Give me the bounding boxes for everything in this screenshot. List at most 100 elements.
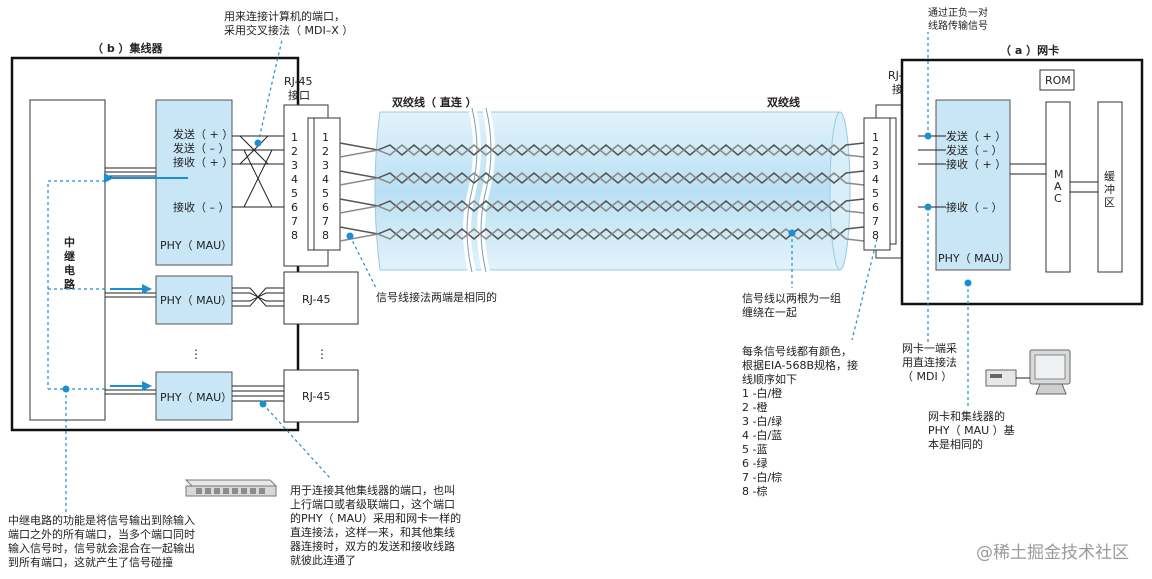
svg-text:4: 4 xyxy=(322,173,329,186)
svg-text:线顺序如下: 线顺序如下 xyxy=(742,372,797,386)
nic-title: （ a ）网卡 xyxy=(1000,43,1059,57)
svg-text:3 -白/绿: 3 -白/绿 xyxy=(742,414,782,428)
twisted-pair-3-wire-2 xyxy=(339,200,865,214)
hub-rj45-port2 xyxy=(283,271,359,325)
svg-text:5: 5 xyxy=(322,187,329,200)
hub-device-port xyxy=(223,488,229,494)
svg-text:缓: 缓 xyxy=(1104,170,1115,183)
hub-crossover-wires xyxy=(232,135,284,208)
nic-mac xyxy=(1045,101,1071,273)
hub-device-icon xyxy=(184,479,278,497)
hub-device-port xyxy=(250,488,256,494)
annotation-same-phy: 网卡和集线器的 PHY（ MAU ）基 本是相同的 xyxy=(928,409,1015,451)
hub-port-rx-minus: 接收（ – ） xyxy=(173,200,230,214)
hub-port-tx-minus: 发送（ – ） xyxy=(173,141,230,155)
svg-text:1 -白/橙: 1 -白/橙 xyxy=(742,386,782,400)
svg-text:6: 6 xyxy=(291,201,298,214)
svg-text:每条信号线都有颜色，: 每条信号线都有颜色， xyxy=(742,344,852,358)
svg-text:3: 3 xyxy=(872,159,879,172)
svg-text:用来连接计算机的端口，: 用来连接计算机的端口， xyxy=(224,9,345,23)
cable-right-label: 双绞线 xyxy=(767,95,800,109)
svg-text:7: 7 xyxy=(291,215,298,228)
svg-text:4: 4 xyxy=(872,173,879,186)
svg-text:2 -橙: 2 -橙 xyxy=(742,400,767,414)
svg-text:本是相同的: 本是相同的 xyxy=(928,437,983,451)
hub-title: （ b ）集线器 xyxy=(92,41,164,55)
annotation-uplink: 用于连接其他集线器的端口，也叫 上行端口或者级联端口，这个端口 的PHY（ MA… xyxy=(290,483,461,567)
hub-phy-main-label: PHY（ MAU） xyxy=(160,239,232,252)
svg-text:中: 中 xyxy=(64,235,75,249)
svg-text:8: 8 xyxy=(322,229,329,242)
svg-text:5: 5 xyxy=(291,187,298,200)
svg-text:的PHY（ MAU）采用和网卡一样的: 的PHY（ MAU）采用和网卡一样的 xyxy=(290,511,461,525)
svg-text:RJ-45: RJ-45 xyxy=(302,390,330,403)
svg-text:网卡和集线器的: 网卡和集线器的 xyxy=(928,409,1005,423)
svg-text:线路传输信号: 线路传输信号 xyxy=(928,19,988,32)
svg-text:C: C xyxy=(1054,192,1062,205)
svg-text:输入信号时，信号就会混合在一起输出: 输入信号时，信号就会混合在一起输出 xyxy=(8,541,195,555)
relay-circuit-box xyxy=(29,99,106,421)
nic-phy-label: PHY（ MAU） xyxy=(938,252,1010,265)
svg-text:6: 6 xyxy=(872,201,879,214)
svg-text:1: 1 xyxy=(872,131,879,144)
svg-text:PHY（ MAU）: PHY（ MAU） xyxy=(160,294,232,307)
svg-text:5 -蓝: 5 -蓝 xyxy=(742,443,767,456)
svg-text:就彼此连通了: 就彼此连通了 xyxy=(290,553,356,567)
left-connector: RJ-45 接口 1 2 3 4 5 6 7 8 1 2 3 4 5 6 7 8 xyxy=(283,75,341,267)
svg-text:7: 7 xyxy=(322,215,329,228)
watermark: @稀土掘金技术社区 xyxy=(976,543,1129,563)
svg-text:端口之外的所有端口，当多个端口同时: 端口之外的所有端口，当多个端口同时 xyxy=(8,527,195,541)
nic-phy xyxy=(935,99,1011,271)
cable-wires xyxy=(339,142,865,242)
svg-text:通过正负一对: 通过正负一对 xyxy=(928,6,988,19)
hub-phy-port2 xyxy=(155,275,233,325)
svg-text:（ MDI ）: （ MDI ） xyxy=(902,370,952,383)
svg-text:8: 8 xyxy=(291,229,298,242)
hub-device-port xyxy=(232,488,238,494)
svg-text:用于连接其他集线器的端口，也叫: 用于连接其他集线器的端口，也叫 xyxy=(290,483,455,497)
svg-text:中继电路的功能是将信号输出到除输入: 中继电路的功能是将信号输出到除输入 xyxy=(8,513,195,527)
svg-text:采用交叉接法（ MDI–X ）: 采用交叉接法（ MDI–X ） xyxy=(224,23,353,37)
svg-text:3: 3 xyxy=(291,159,298,172)
svg-text:ROM: ROM xyxy=(1045,74,1071,87)
svg-text:到所有端口，这就产生了信号碰撞: 到所有端口，这就产生了信号碰撞 xyxy=(8,555,173,569)
svg-text:4 -白/蓝: 4 -白/蓝 xyxy=(742,428,782,442)
annotation-twisted: 信号线以两根为一组 缠绕在一起 xyxy=(742,291,841,319)
annotation-colors: 每条信号线都有颜色， 根据EIA-568B规格，接 线顺序如下 1 -白/橙 2… xyxy=(742,344,858,498)
nic-rom xyxy=(1039,69,1075,91)
svg-text:网卡一端采: 网卡一端采 xyxy=(902,342,957,355)
cable-left-label: 双绞线（ 直连 ） xyxy=(392,95,477,109)
leader-lines xyxy=(65,32,969,512)
svg-text:7 -白/棕: 7 -白/棕 xyxy=(742,470,782,484)
svg-text:器连接时，双方的发送和接收线路: 器连接时，双方的发送和接收线路 xyxy=(290,539,455,553)
hub-device-port xyxy=(205,488,211,494)
svg-text:缠绕在一起: 缠绕在一起 xyxy=(742,305,797,319)
hub-port-rx-plus: 接收（ + ） xyxy=(173,155,233,169)
svg-text:7: 7 xyxy=(872,215,879,228)
svg-text:RJ-45: RJ-45 xyxy=(284,75,312,88)
hub-device-port xyxy=(259,488,265,494)
svg-text:路: 路 xyxy=(64,277,76,291)
svg-text:8 -棕: 8 -棕 xyxy=(742,484,767,498)
hub-device-port xyxy=(241,488,247,494)
annotation-relay: 中继电路的功能是将信号输出到除输入 端口之外的所有端口，当多个端口同时 输入信号… xyxy=(8,513,195,569)
svg-text:发送（ – ）: 发送（ – ） xyxy=(946,143,1003,157)
svg-text:区: 区 xyxy=(1104,196,1115,209)
svg-text:6: 6 xyxy=(322,201,329,214)
svg-text:接收（ – ）: 接收（ – ） xyxy=(946,200,1003,214)
twisted-pair-cable: 双绞线（ 直连 ） 双绞线 xyxy=(339,95,881,273)
hub-device-port xyxy=(196,488,202,494)
hub-device-port xyxy=(214,488,220,494)
svg-text:1: 1 xyxy=(291,131,298,144)
svg-text:直连接法，这样一来，和其他集线: 直连接法，这样一来，和其他集线 xyxy=(290,525,455,539)
svg-text:5: 5 xyxy=(872,187,879,200)
nic: （ a ）网卡 发送（ + ） 发送（ – ） 接收（ + ） 接收（ – ） … xyxy=(900,43,1144,306)
left-connector-pins: 1 2 3 4 5 6 7 8 1 2 3 4 5 6 7 8 xyxy=(291,131,329,242)
hub-ellipsis-1: ⋮ xyxy=(190,347,202,361)
svg-text:1: 1 xyxy=(322,131,329,144)
svg-text:M: M xyxy=(1054,168,1064,181)
svg-text:PHY（ MAU ）基: PHY（ MAU ）基 xyxy=(928,424,1015,437)
relay-label: 中 继 电 路 xyxy=(64,235,76,291)
svg-text:接口: 接口 xyxy=(288,89,310,102)
